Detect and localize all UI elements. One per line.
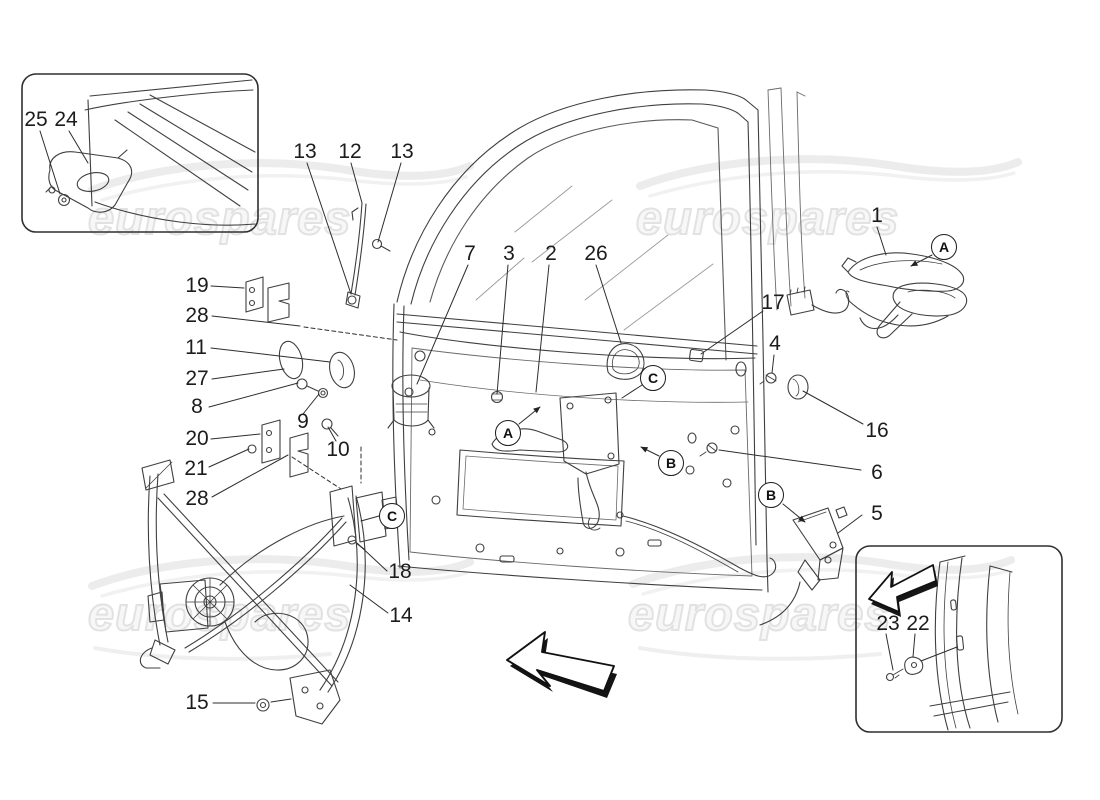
part-number-23: 23 [876,612,900,635]
part-number-4: 4 [769,332,781,355]
door-lock-actuator [616,506,848,626]
part-number-27: 27 [185,367,209,390]
part-number-19: 19 [185,274,209,297]
part-number-9: 9 [297,410,309,433]
door-edge-fasteners [688,348,809,457]
left-fasteners-and-brackets [245,276,355,478]
assembly-letter-A: A [931,234,957,260]
direction-arrow [506,631,617,698]
assembly-letter-C: C [640,365,666,391]
part-number-13: 13 [390,140,414,163]
part-number-14: 14 [389,604,413,627]
assembly-letter-B: B [758,482,784,508]
part-number-20: 20 [185,427,209,450]
part-number-16: 16 [865,419,889,442]
watermark-text: eurospares [87,190,352,245]
part-number-12: 12 [338,140,362,163]
door-outline [392,87,806,593]
part-number-25: 25 [24,108,48,131]
part-number-18: 18 [388,560,412,583]
part-number-2: 2 [545,242,557,265]
part-number-6: 6 [871,461,883,484]
inset-top-left [21,73,259,233]
leader-lines [39,130,958,704]
assembly-letter-C: C [379,503,405,529]
assembly-letter-A: A [495,420,521,446]
part-number-11: 11 [185,336,207,359]
part-number-22: 22 [906,612,930,635]
assembly-letter-B: B [658,450,684,476]
exterior-handle [786,252,968,339]
inset-direction-arrow [868,564,938,617]
part-number-28: 28 [185,304,209,327]
part-number-21: 21 [184,457,208,480]
part-number-28: 28 [185,487,209,510]
watermark-text: eurospares [627,586,892,641]
part-number-3: 3 [503,242,515,265]
part-number-8: 8 [191,395,203,418]
part-number-7: 7 [464,242,476,265]
inset-bottom-right [855,545,1063,733]
part-number-5: 5 [871,502,883,525]
part-number-15: 15 [185,691,209,714]
part-number-13: 13 [293,140,317,163]
part-number-10: 10 [326,438,350,461]
window-guide-rail [345,202,391,309]
watermark-text: eurospares [635,190,900,245]
part-number-24: 24 [54,108,78,131]
watermark-swooshes [92,159,1018,661]
part-number-1: 1 [871,204,883,227]
part-number-26: 26 [584,242,608,265]
window-regulator [139,459,400,725]
part-number-17: 17 [761,291,785,314]
